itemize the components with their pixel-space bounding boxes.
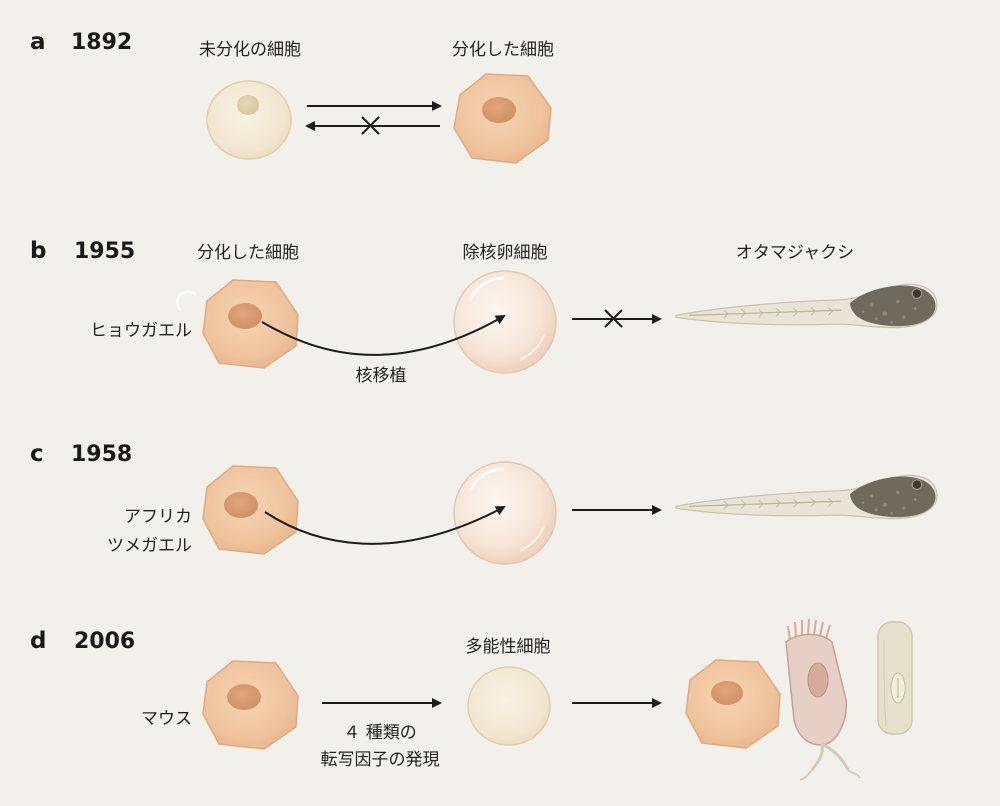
differentiated-cell: [453, 73, 552, 164]
blocked-cross-icon: [361, 116, 380, 135]
enucleated-egg-cell: [453, 461, 557, 565]
cell-highlight: [175, 290, 197, 311]
differentiated-cell: [685, 659, 781, 749]
undifferentiated-cell: [206, 80, 292, 160]
process-label: 核移植: [356, 366, 407, 386]
panel-b: b 1955 分化した細胞 除核卵細胞 オタマジャクシ ヒョウガエル 核移植: [30, 238, 938, 386]
undifferentiated-cell-label: 未分化の細胞: [199, 40, 301, 60]
species-label-line1: アフリカ: [124, 507, 192, 527]
pluripotent-cell-label: 多能性細胞: [466, 637, 551, 657]
species-label: マウス: [141, 709, 192, 729]
panel-year: 2006: [74, 629, 135, 654]
process-label-line1: ４ 種類の: [343, 723, 416, 743]
panel-letter: b: [30, 238, 46, 264]
differentiated-cell: [202, 465, 299, 555]
panel-a: a 1892 未分化の細胞 分化した細胞: [30, 29, 554, 164]
differentiated-cell: [202, 279, 299, 369]
neuron-cell: [785, 618, 861, 781]
process-label-line2: 転写因子の発現: [321, 750, 440, 770]
species-label-line2: ツメガエル: [107, 536, 192, 556]
panel-year: 1958: [71, 442, 132, 467]
differentiated-cell: [202, 660, 299, 750]
tadpole-image: [675, 474, 938, 520]
enucleated-egg-cell: [453, 270, 557, 374]
pluripotent-cell: [467, 666, 551, 746]
panel-letter: a: [30, 29, 46, 55]
panel-letter: d: [30, 628, 46, 654]
differentiated-cell-label: 分化した細胞: [197, 243, 299, 263]
differentiated-cell-label: 分化した細胞: [452, 40, 554, 60]
nuclear-transfer-arrow: [261, 314, 506, 356]
tadpole-image: [675, 283, 938, 329]
panel-c: c 1958 アフリカ ツメガエル: [30, 441, 938, 565]
panel-year: 1955: [74, 239, 135, 264]
nuclear-transfer-arrow: [264, 506, 506, 545]
species-label: ヒョウガエル: [90, 321, 192, 341]
panel-d: d 2006 多能性細胞 マウス ４ 種類の 転写因子の発現: [30, 618, 913, 781]
tadpole-label: オタマジャクシ: [736, 243, 854, 263]
panel-year: 1892: [71, 30, 132, 55]
enucleated-egg-label: 除核卵細胞: [463, 243, 548, 263]
panel-letter: c: [30, 441, 44, 467]
muscle-cell: [877, 621, 913, 735]
blocked-cross-icon: [604, 309, 623, 328]
